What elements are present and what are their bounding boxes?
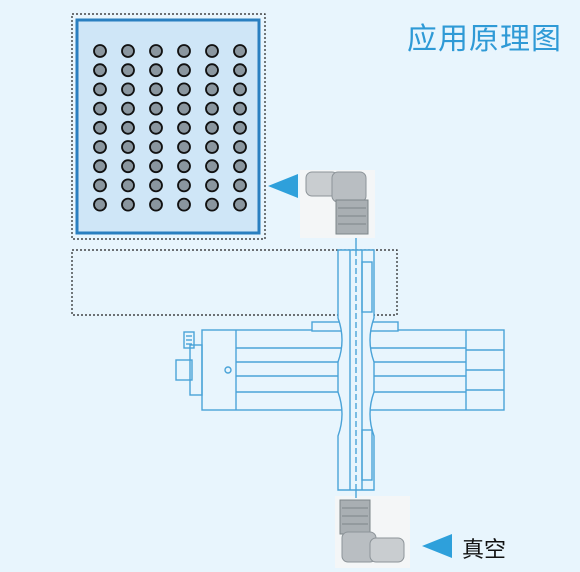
suction-hole [93,101,107,116]
suction-hole [233,159,247,174]
suction-hole [149,63,163,78]
suction-hole [233,140,247,154]
suction-hole [205,82,219,97]
suction-hole [233,178,247,193]
suction-hole [149,120,163,135]
suction-hole [177,101,191,116]
suction-hole [177,159,191,174]
suction-hole [93,82,107,97]
suction-plate [75,18,261,235]
suction-hole [205,63,219,78]
suction-hole [121,63,135,78]
suction-hole [149,159,163,174]
suction-hole [177,82,191,97]
suction-hole [149,82,163,97]
suction-hole [177,44,191,58]
suction-hole [233,82,247,97]
suction-hole [233,44,247,58]
suction-hole [177,197,191,212]
vacuum-label: 真空 [462,538,507,563]
suction-hole [93,140,107,154]
suction-hole [177,120,191,135]
suction-hole [121,82,135,97]
vacuum-arrow-icon [422,534,452,558]
suction-hole [121,178,135,193]
suction-hole [121,44,135,58]
upper-elbow-fitting [300,170,375,238]
suction-hole [149,101,163,116]
suction-hole [233,101,247,116]
suction-hole [93,159,107,174]
suction-hole-grid [93,44,247,212]
upper-arrow-icon [268,174,298,198]
suction-hole [205,44,219,58]
suction-hole [93,63,107,78]
suction-hole [205,140,219,154]
suction-hole [177,140,191,154]
vertical-shaft [337,238,375,498]
lower-elbow-fitting [335,496,410,568]
suction-hole [93,178,107,193]
suction-hole [149,197,163,212]
suction-hole [121,197,135,212]
suction-hole [205,159,219,174]
suction-hole [121,101,135,116]
suction-hole [93,197,107,212]
suction-hole [121,140,135,154]
suction-hole [177,178,191,193]
suction-hole [205,120,219,135]
suction-hole [149,178,163,193]
suction-hole [205,101,219,116]
suction-hole [233,120,247,135]
stroke-dashed-boundary [71,249,398,316]
diagram-title: 应用原理图 [407,22,562,57]
suction-hole [121,159,135,174]
suction-hole [93,44,107,58]
suction-hole [205,197,219,212]
suction-hole [177,63,191,78]
suction-hole [149,140,163,154]
suction-hole [121,120,135,135]
suction-hole [233,197,247,212]
suction-hole [205,178,219,193]
plate-dashed-boundary [71,13,266,240]
suction-hole [149,44,163,58]
suction-hole [233,63,247,78]
suction-hole [93,120,107,135]
